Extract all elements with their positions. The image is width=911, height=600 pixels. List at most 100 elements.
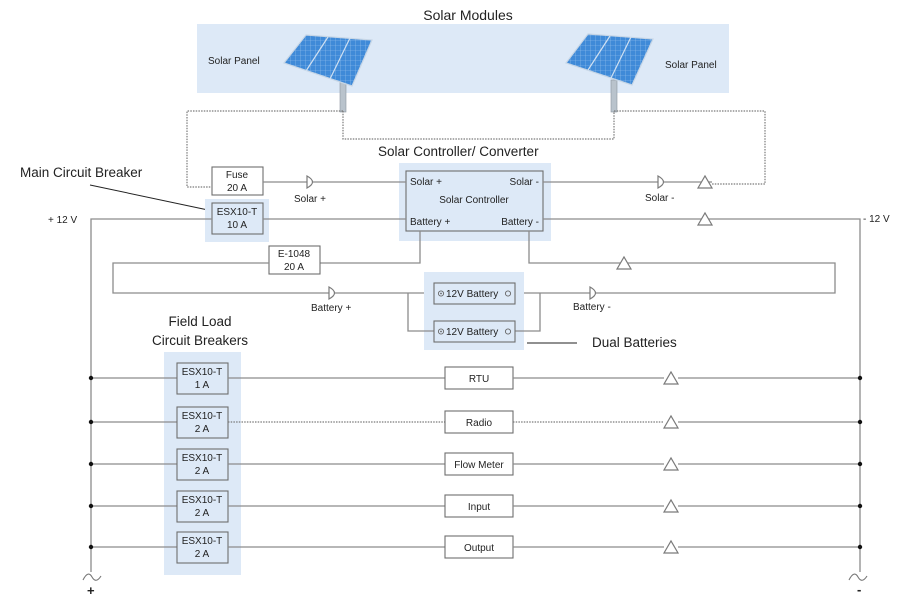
main-breaker-callout: Main Circuit Breaker <box>20 165 143 180</box>
solar-minus-connector-icon <box>657 174 665 190</box>
battery-parallel-wire-left <box>407 293 434 332</box>
controller-terminal-solar-plus: Solar + <box>410 177 442 188</box>
load-device-label: Input <box>468 502 490 513</box>
solar-controller-box <box>405 170 544 232</box>
battery-2-positive-terminal-icon <box>437 328 445 335</box>
field-load-row: ESX10-T 2 A Input <box>88 490 863 523</box>
load-breaker-rating: 2 A <box>195 424 210 435</box>
load-ground-icon <box>662 539 680 554</box>
main-breaker-rating: 10 A <box>227 220 247 231</box>
controller-section-label: Solar Controller/ Converter <box>378 144 539 159</box>
solar-plus-connector-label: Solar + <box>294 194 326 205</box>
battery-1-negative-terminal-icon <box>504 290 512 297</box>
battery-minus-connector-icon <box>589 285 597 301</box>
solar-panel-right-icon <box>565 33 654 113</box>
field-load-row: ESX10-T 2 A Radio <box>88 406 863 439</box>
battery-1-label: 12V Battery <box>446 289 498 300</box>
battery-minus-ground-icon <box>615 255 633 270</box>
load-device-label: Output <box>464 543 494 554</box>
field-loads-heading-line1: Field Load <box>168 314 231 329</box>
positive-rail-label: + 12 V <box>48 215 78 226</box>
field-load-row: ESX10-T 2 A Output <box>88 531 863 564</box>
solar-array-wire-negative <box>614 110 766 185</box>
negative-rail-ground-icon <box>696 211 714 226</box>
load-breaker-model: ESX10-T <box>182 453 223 464</box>
controller-name: Solar Controller <box>439 195 509 206</box>
dual-batteries-callout: Dual Batteries <box>592 335 677 350</box>
negative-rail-label: - 12 V <box>863 214 890 225</box>
negative-junction-dot <box>857 544 863 550</box>
positive-junction-dot <box>88 544 94 550</box>
load-breaker-box <box>176 531 229 564</box>
positive-rail <box>90 218 212 572</box>
battery-fuse-model: E-1048 <box>278 249 311 260</box>
negative-junction-dot <box>857 419 863 425</box>
main-breaker-callout-line <box>89 184 209 211</box>
positive-junction-dot <box>88 419 94 425</box>
battery-plus-connector-label: Battery + <box>311 303 351 314</box>
solar-panel-left-icon <box>283 34 373 113</box>
battery-1: 12V Battery <box>433 282 516 305</box>
negative-rail-symbol: - <box>857 582 861 597</box>
load-breaker-rating: 2 A <box>195 508 210 519</box>
solar-minus-ground-icon <box>696 174 714 189</box>
load-device-label: Radio <box>466 418 493 429</box>
solar-array-interconnect <box>342 111 615 140</box>
solar-modules-title: Solar Modules <box>423 7 513 23</box>
negative-rail <box>543 218 861 572</box>
field-loads-heading-line2: Circuit Breakers <box>152 333 248 348</box>
negative-rail-ac-icon <box>848 573 868 581</box>
main-breaker-model: ESX10-T <box>217 207 258 218</box>
load-breaker-model: ESX10-T <box>182 536 223 547</box>
fuse-box <box>211 166 264 196</box>
battery-fuse-rating: 20 A <box>284 262 304 273</box>
field-load-row: ESX10-T 1 A RTU <box>88 362 863 395</box>
battery-plus-wire-loop <box>112 262 434 294</box>
load-device-label: RTU <box>469 374 489 385</box>
negative-junction-dot <box>857 375 863 381</box>
positive-junction-dot <box>88 461 94 467</box>
negative-junction-dot <box>857 503 863 509</box>
load-ground-icon <box>662 498 680 513</box>
solar-minus-connector-label: Solar - <box>645 193 674 204</box>
fuse-rating: 20 A <box>227 183 247 194</box>
fuse-name: Fuse <box>226 170 249 181</box>
solar-plus-connector-icon <box>306 174 314 190</box>
load-ground-icon <box>662 370 680 385</box>
battery-fuse-box <box>268 245 321 275</box>
battery-parallel-wire-right <box>515 293 541 332</box>
battery-plus-wire-top <box>320 231 421 264</box>
load-breaker-box <box>176 362 229 395</box>
solar-panel-label-left: Solar Panel <box>208 56 260 67</box>
load-ground-icon <box>662 414 680 429</box>
positive-rail-symbol: + <box>87 583 95 598</box>
load-breaker-rating: 1 A <box>195 380 210 391</box>
controller-terminal-battery-minus: Battery - <box>501 217 539 228</box>
controller-terminal-solar-minus: Solar - <box>510 177 539 188</box>
load-breaker-model: ESX10-T <box>182 495 223 506</box>
solar-panel-label-right: Solar Panel <box>665 60 717 71</box>
battery-minus-wire-top <box>515 231 836 294</box>
load-breaker-model: ESX10-T <box>182 411 223 422</box>
positive-rail-ac-icon <box>82 573 102 581</box>
battery-2-negative-terminal-icon <box>504 328 512 335</box>
positive-junction-dot <box>88 503 94 509</box>
load-breaker-rating: 2 A <box>195 549 210 560</box>
solar-modules-area <box>197 24 729 93</box>
positive-junction-dot <box>88 375 94 381</box>
negative-junction-dot <box>857 461 863 467</box>
solar-array-wire-positive <box>186 110 343 188</box>
battery-1-positive-terminal-icon <box>437 290 445 297</box>
battery-minus-connector-label: Battery - <box>573 302 611 313</box>
battery-2-label: 12V Battery <box>446 327 498 338</box>
load-ground-icon <box>662 456 680 471</box>
battery-2: 12V Battery <box>433 320 516 343</box>
battery-plus-connector-icon <box>328 285 336 301</box>
controller-terminal-battery-plus: Battery + <box>410 217 450 228</box>
load-breaker-box <box>176 490 229 523</box>
load-breaker-model: ESX10-T <box>182 367 223 378</box>
load-device-label: Flow Meter <box>454 460 504 471</box>
